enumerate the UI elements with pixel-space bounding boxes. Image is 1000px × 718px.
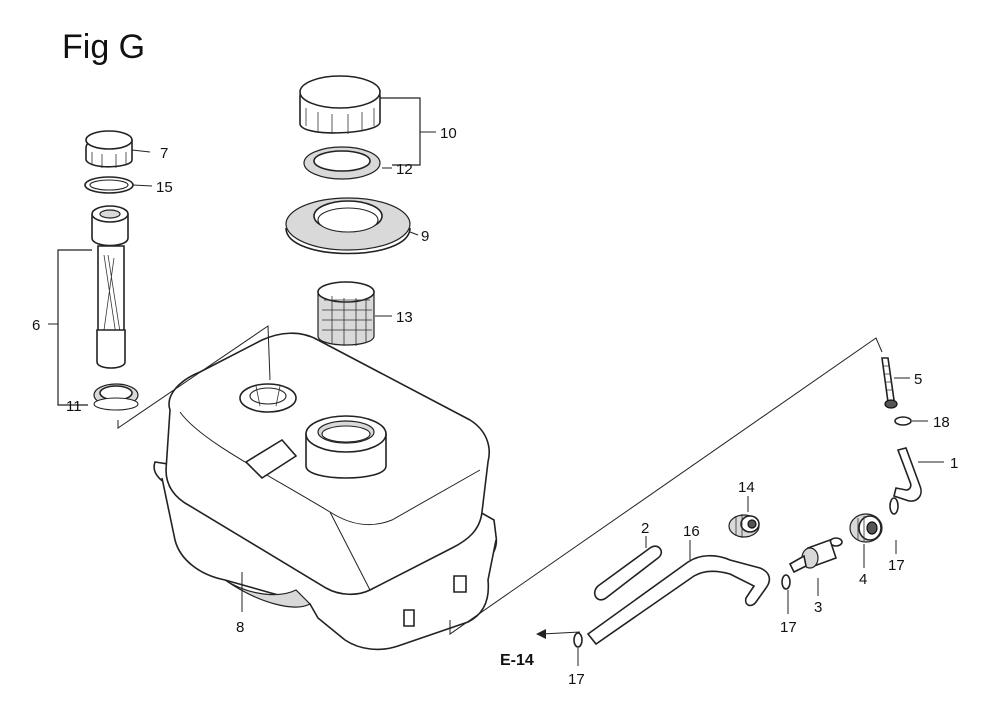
callout-7: 7 <box>160 145 168 162</box>
figure-title: Fig G <box>62 28 145 66</box>
callout-1: 1 <box>950 455 958 472</box>
e14-arrow-line <box>541 631 581 635</box>
callout-8: 8 <box>236 619 244 636</box>
gauge-seal-ring <box>93 383 139 411</box>
fuel-cock <box>788 537 843 574</box>
callout-15: 15 <box>156 179 173 196</box>
reference-e14: E-14 <box>500 652 534 669</box>
callout-16: 16 <box>683 523 700 540</box>
callout-17-middle: 17 <box>780 619 797 636</box>
fuel-gauge-cap <box>85 130 133 168</box>
callout-17-upper: 17 <box>888 557 905 574</box>
fuel-tank <box>153 332 498 651</box>
clip-upper <box>889 497 899 515</box>
cap-gasket <box>303 146 381 180</box>
fitting-assembly-line <box>449 337 883 635</box>
callout-12: 12 <box>396 161 413 178</box>
fuel-hose <box>586 554 771 646</box>
bracket-10 <box>380 97 421 166</box>
callout-11: 11 <box>66 398 82 415</box>
callout-10: 10 <box>440 125 457 142</box>
gauge-o-ring <box>84 176 134 194</box>
sealing-washer <box>894 416 912 426</box>
drain-screw <box>881 357 898 409</box>
callout-2: 2 <box>641 520 649 537</box>
callout-4: 4 <box>859 571 867 588</box>
callout-13: 13 <box>396 309 413 326</box>
tank-filler-collar <box>285 197 411 255</box>
fuel-strainer <box>317 281 375 346</box>
fuel-fitting <box>728 514 760 538</box>
fuel-gauge-unit <box>91 205 129 369</box>
fuel-cock-nut <box>849 513 883 543</box>
clip-middle <box>781 574 791 590</box>
fuel-elbow <box>893 447 922 502</box>
e14-arrow-head <box>536 629 546 639</box>
callout-9: 9 <box>421 228 429 245</box>
callout-5: 5 <box>914 371 922 388</box>
clip-lower <box>573 632 583 648</box>
callout-18: 18 <box>933 414 950 431</box>
callout-3: 3 <box>814 599 822 616</box>
callout-17-lower: 17 <box>568 671 585 688</box>
fuel-tank-cap <box>299 75 381 134</box>
bracket-6 <box>57 249 92 406</box>
callout-14: 14 <box>738 479 755 496</box>
gauge-fit-line <box>117 325 271 429</box>
callout-6: 6 <box>32 317 40 334</box>
fuel-tube-short <box>593 545 663 601</box>
